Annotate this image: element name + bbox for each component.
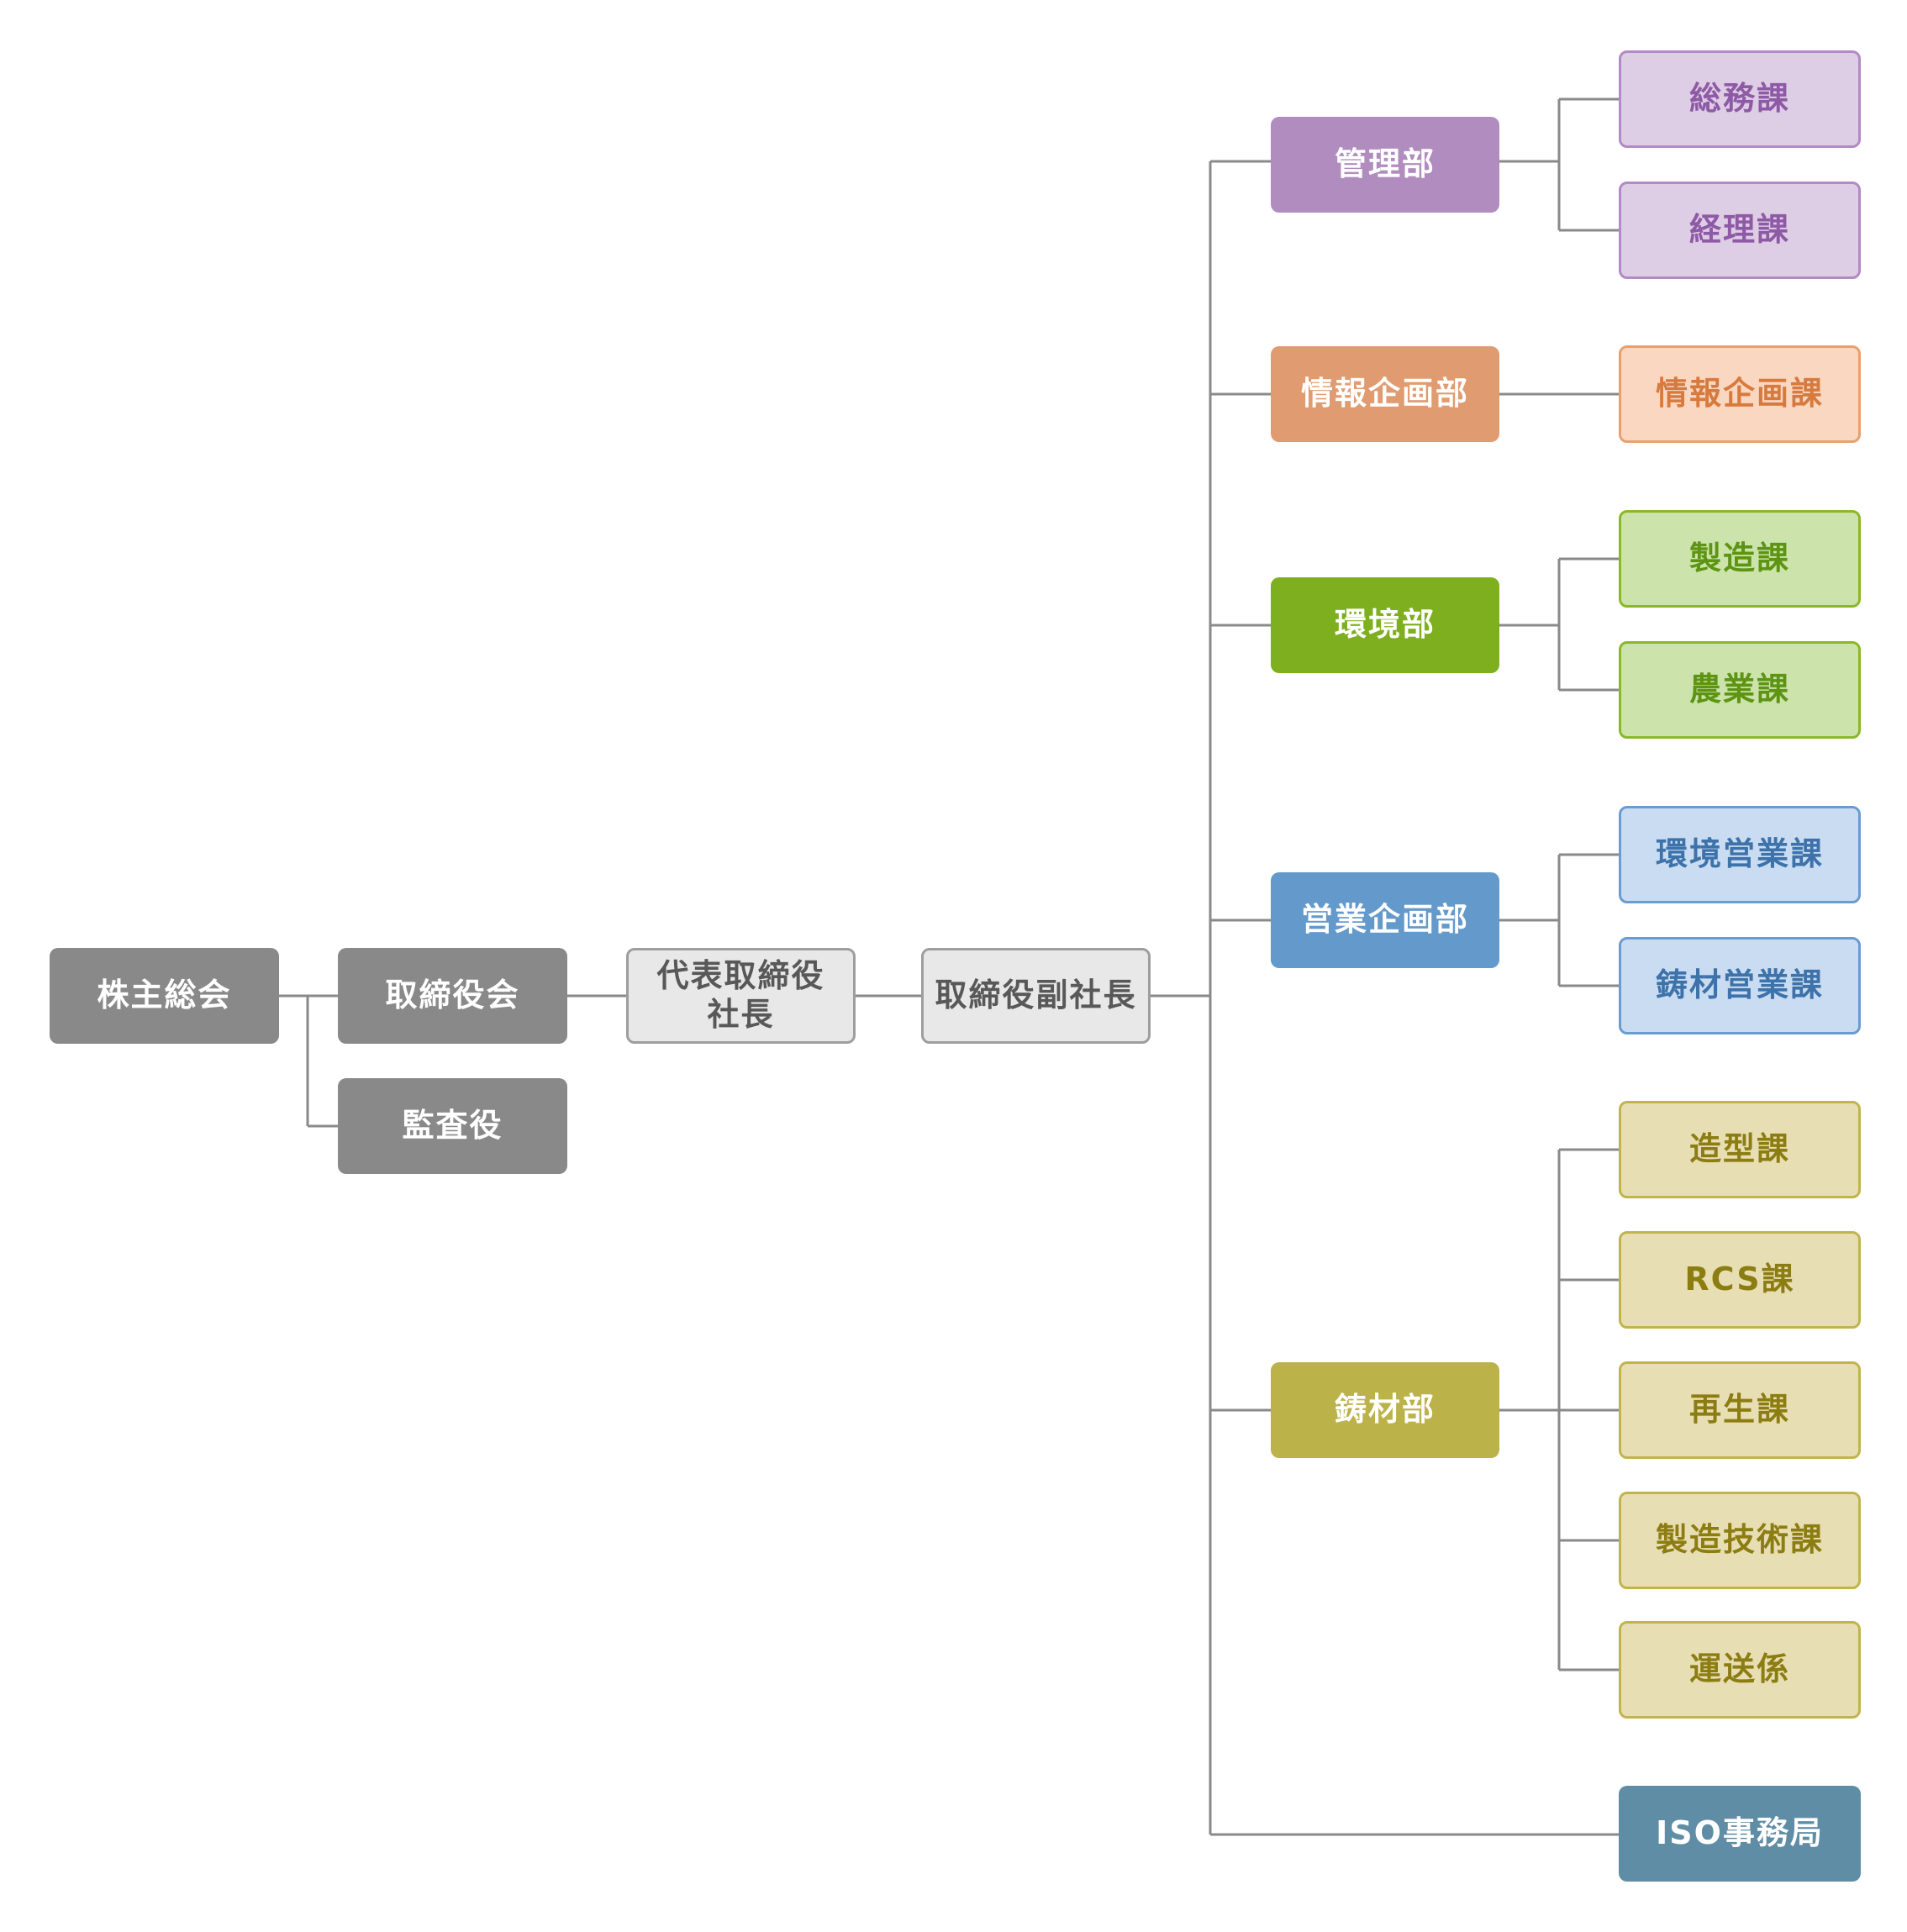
dept-eigyo-label: 営業企画部 — [1300, 901, 1469, 939]
president-box: 代表取締役 社長 — [626, 948, 856, 1044]
vice-president-label: 取締役副社長 — [935, 977, 1137, 1014]
section-seizo-gijutsu-box: 製造技術課 — [1619, 1492, 1861, 1589]
section-joho-kikaku-box: 情報企画課 — [1619, 345, 1861, 443]
dept-kanri-label: 管理部 — [1334, 145, 1436, 183]
iso-office-box: ISO事務局 — [1619, 1786, 1861, 1882]
section-nogyo-box: 農業課 — [1619, 641, 1861, 739]
dept-joho-box: 情報企画部 — [1271, 346, 1499, 442]
dept-kanri-box: 管理部 — [1271, 117, 1499, 213]
shareholders-label: 株主総会 — [97, 977, 232, 1014]
section-seizo-label: 製造課 — [1688, 540, 1790, 577]
auditor-box: 監査役 — [338, 1078, 567, 1174]
section-rcs-box: RCS課 — [1619, 1231, 1861, 1329]
dept-joho-label: 情報企画部 — [1300, 375, 1469, 413]
president-label: 代表取締役 社長 — [656, 957, 825, 1033]
section-somu-label: 総務課 — [1688, 80, 1790, 118]
dept-kankyo-box: 環境部 — [1271, 577, 1499, 673]
section-zokei-box: 造型課 — [1619, 1101, 1861, 1198]
board-box: 取締役会 — [338, 948, 567, 1044]
section-keiri-label: 経理課 — [1688, 211, 1790, 249]
section-joho-kikaku-label: 情報企画課 — [1655, 375, 1824, 413]
section-chuzai-eigyo-label: 鋳材営業課 — [1655, 966, 1824, 1004]
section-saisei-box: 再生課 — [1619, 1361, 1861, 1459]
vice-president-box: 取締役副社長 — [921, 948, 1151, 1044]
section-chuzai-eigyo-box: 鋳材営業課 — [1619, 937, 1861, 1034]
dept-chuzai-box: 鋳材部 — [1271, 1362, 1499, 1458]
section-somu-box: 総務課 — [1619, 50, 1861, 148]
section-seizo-gijutsu-label: 製造技術課 — [1655, 1521, 1824, 1559]
dept-chuzai-label: 鋳材部 — [1334, 1391, 1436, 1429]
dept-kankyo-label: 環境部 — [1334, 606, 1436, 644]
section-kankyo-eigyo-box: 環境営業課 — [1619, 806, 1861, 903]
section-rcs-label: RCS課 — [1684, 1261, 1795, 1298]
shareholders-box: 株主総会 — [50, 948, 279, 1044]
section-saisei-label: 再生課 — [1688, 1391, 1790, 1429]
section-seizo-box: 製造課 — [1619, 510, 1861, 608]
iso-office-label: ISO事務局 — [1656, 1814, 1824, 1852]
section-keiri-box: 経理課 — [1619, 182, 1861, 279]
section-nogyo-label: 農業課 — [1688, 671, 1790, 708]
section-zokei-label: 造型課 — [1688, 1130, 1790, 1168]
board-label: 取締役会 — [385, 977, 520, 1014]
auditor-label: 監査役 — [402, 1107, 503, 1145]
section-unso-label: 運送係 — [1688, 1650, 1790, 1688]
section-kankyo-eigyo-label: 環境営業課 — [1655, 835, 1824, 873]
section-unso-box: 運送係 — [1619, 1621, 1861, 1719]
dept-eigyo-box: 営業企画部 — [1271, 872, 1499, 968]
